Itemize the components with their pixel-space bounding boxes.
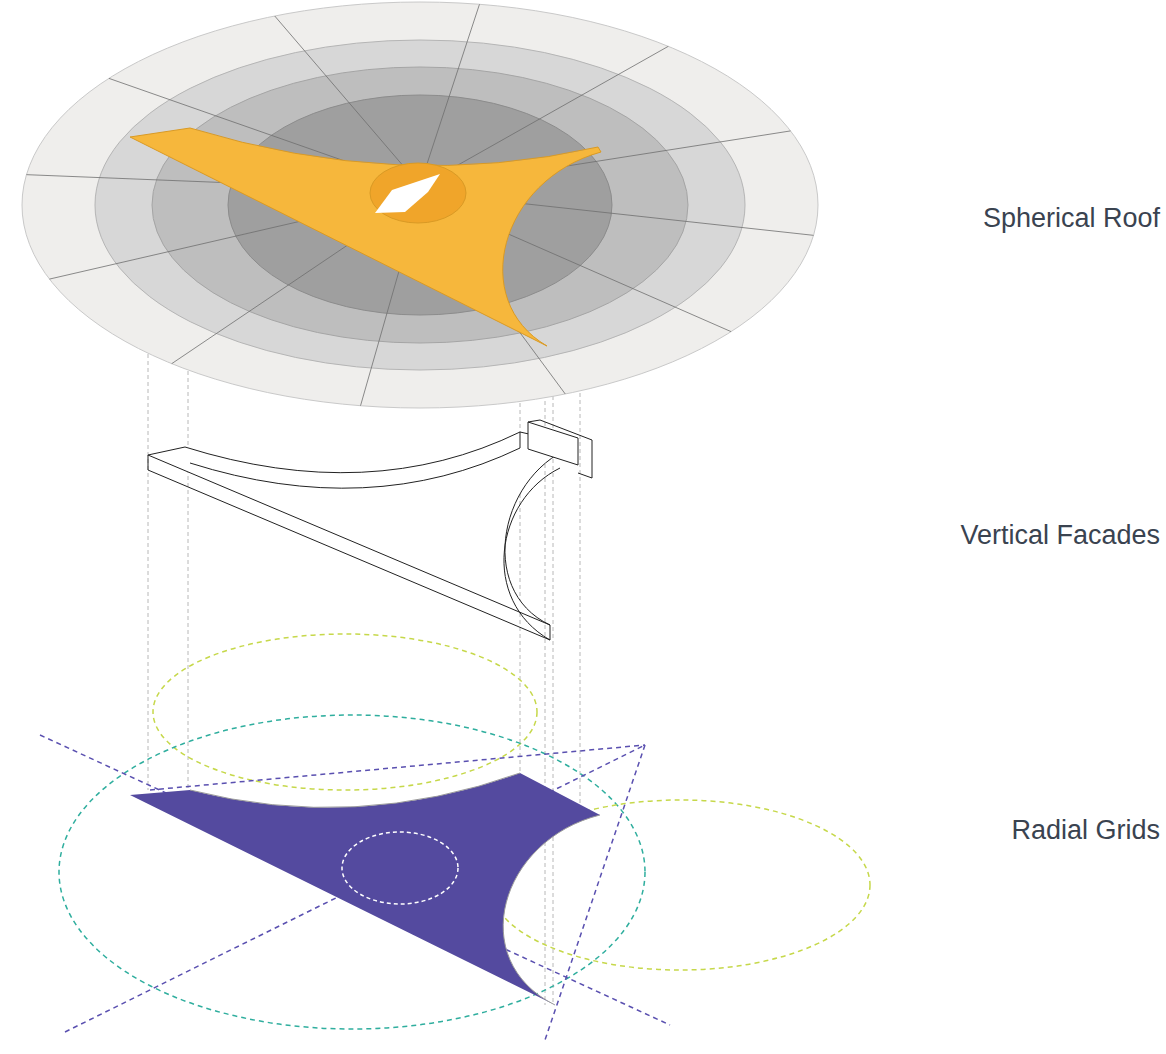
grid-footprint — [130, 773, 600, 1005]
part-label: Radial Grids — [1011, 815, 1160, 846]
center-circle — [342, 832, 458, 904]
part-label: Vertical Facades — [960, 520, 1160, 551]
roof-spoke — [427, 4, 479, 163]
part-label: Spherical Roof — [983, 203, 1160, 234]
roof-spoke — [450, 46, 668, 169]
radial-grids — [40, 634, 870, 1040]
spherical-roof — [22, 2, 818, 408]
roof-spoke — [275, 16, 403, 165]
vertical-facades — [148, 420, 592, 640]
footprint-edge — [190, 773, 600, 1005]
